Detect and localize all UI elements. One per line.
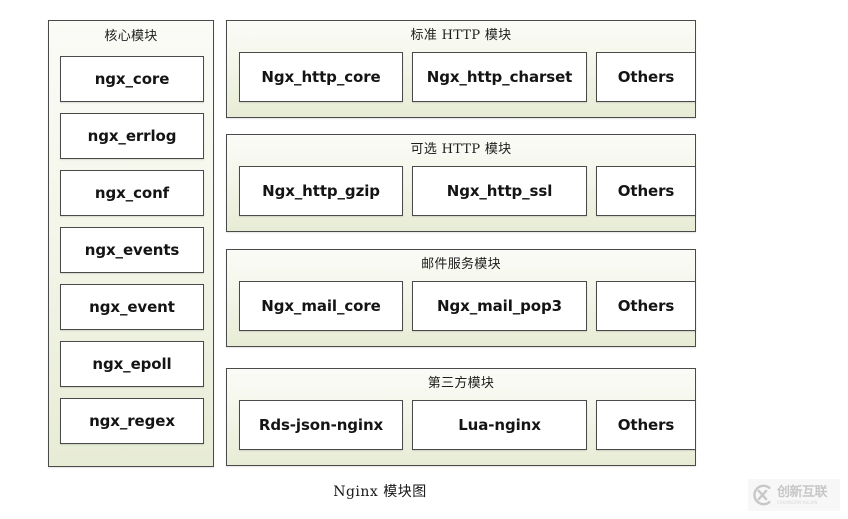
module-label: Ngx_mail_core <box>261 297 381 315</box>
module-box-ngx-http-core[interactable]: Ngx_http_core <box>239 52 403 102</box>
module-label: ngx_epoll <box>92 355 172 373</box>
module-label: ngx_errlog <box>87 127 177 145</box>
module-box-ngx-core[interactable]: ngx_core <box>60 56 204 102</box>
module-box-ngx-conf[interactable]: ngx_conf <box>60 170 204 216</box>
module-box-ngx-mail-pop3[interactable]: Ngx_mail_pop3 <box>412 281 587 331</box>
module-box-ngx-http-charset[interactable]: Ngx_http_charset <box>412 52 587 102</box>
core-module-list: ngx_core ngx_errlog ngx_conf ngx_events … <box>60 56 204 455</box>
group-standard-http-modules: 标准 HTTP 模块 Ngx_http_core Ngx_http_charse… <box>226 20 696 118</box>
group-title-mail-service-modules: 邮件服务模块 <box>421 257 501 272</box>
module-label: Others <box>617 182 675 200</box>
mail-service-module-list: Ngx_mail_core Ngx_mail_pop3 Others <box>239 281 696 331</box>
third-party-module-list: Rds-json-nginx Lua-nginx Others <box>239 400 696 450</box>
module-label: Lua-nginx <box>458 416 541 434</box>
module-box-ngx-errlog[interactable]: ngx_errlog <box>60 113 204 159</box>
module-label: Ngx_mail_pop3 <box>437 297 562 315</box>
module-box-standard-http-others[interactable]: Others <box>596 52 696 102</box>
group-core-modules: 核心模块 ngx_core ngx_errlog ngx_conf ngx_ev… <box>48 20 214 467</box>
module-label: ngx_core <box>94 70 170 88</box>
module-box-ngx-event[interactable]: ngx_event <box>60 284 204 330</box>
module-label: Others <box>617 416 675 434</box>
watermark-chinese: 创新互联 <box>777 484 828 500</box>
module-box-ngx-mail-core[interactable]: Ngx_mail_core <box>239 281 403 331</box>
group-title-standard-http-modules: 标准 HTTP 模块 <box>410 28 512 43</box>
module-label: ngx_conf <box>94 184 170 202</box>
optional-http-module-list: Ngx_http_gzip Ngx_http_ssl Others <box>239 166 696 216</box>
module-box-ngx-http-gzip[interactable]: Ngx_http_gzip <box>239 166 403 216</box>
module-label: Rds-json-nginx <box>258 416 384 434</box>
module-box-ngx-events[interactable]: ngx_events <box>60 227 204 273</box>
watermark: 创新互联 CHUANGXIN HULIAN <box>748 479 840 511</box>
group-optional-http-modules: 可选 HTTP 模块 Ngx_http_gzip Ngx_http_ssl Ot… <box>226 134 696 232</box>
module-box-optional-http-others[interactable]: Others <box>596 166 696 216</box>
module-box-third-party-others[interactable]: Others <box>596 400 696 450</box>
module-label: ngx_event <box>89 298 175 316</box>
module-box-ngx-epoll[interactable]: ngx_epoll <box>60 341 204 387</box>
module-box-mail-service-others[interactable]: Others <box>596 281 696 331</box>
module-box-ngx-http-ssl[interactable]: Ngx_http_ssl <box>412 166 587 216</box>
module-label: Ngx_http_core <box>261 68 381 86</box>
module-label: Others <box>617 297 675 315</box>
module-label: Ngx_http_charset <box>426 68 573 86</box>
module-box-ngx-regex[interactable]: ngx_regex <box>60 398 204 444</box>
watermark-pinyin: CHUANGXIN HULIAN <box>777 499 818 505</box>
diagram-caption: Nginx 模块图 <box>333 484 427 500</box>
group-third-party-modules: 第三方模块 Rds-json-nginx Lua-nginx Others <box>226 368 696 466</box>
group-title-optional-http-modules: 可选 HTTP 模块 <box>410 142 512 157</box>
watermark-text: 创新互联 CHUANGXIN HULIAN <box>777 484 828 505</box>
group-title-core-modules: 核心模块 <box>104 29 158 44</box>
standard-http-module-list: Ngx_http_core Ngx_http_charset Others <box>239 52 696 102</box>
circled-x-logo-icon <box>751 484 773 506</box>
module-label: ngx_events <box>84 241 180 259</box>
group-mail-service-modules: 邮件服务模块 Ngx_mail_core Ngx_mail_pop3 Other… <box>226 249 696 347</box>
module-label: ngx_regex <box>89 412 175 430</box>
module-box-rds-json-nginx[interactable]: Rds-json-nginx <box>239 400 403 450</box>
module-label: Ngx_http_ssl <box>446 182 553 200</box>
module-box-lua-nginx[interactable]: Lua-nginx <box>412 400 587 450</box>
module-label: Others <box>617 68 675 86</box>
module-label: Ngx_http_gzip <box>262 182 380 200</box>
group-title-third-party-modules: 第三方模块 <box>427 376 495 391</box>
